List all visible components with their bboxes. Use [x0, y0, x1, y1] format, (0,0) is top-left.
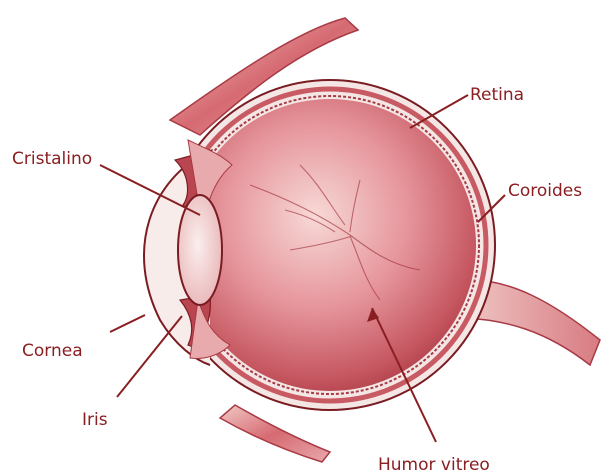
leader-cornea: [110, 315, 145, 332]
label-retina: Retina: [470, 85, 524, 105]
label-humor-vitreo: Humor vitreo: [378, 455, 490, 475]
label-cristalino: Cristalino: [12, 149, 92, 169]
lower-muscle: [220, 405, 330, 462]
label-cornea: Cornea: [22, 341, 83, 361]
label-coroides: Coroides: [508, 181, 582, 201]
lens: [178, 195, 222, 305]
leader-iris: [117, 316, 182, 397]
label-iris: Iris: [82, 410, 108, 430]
